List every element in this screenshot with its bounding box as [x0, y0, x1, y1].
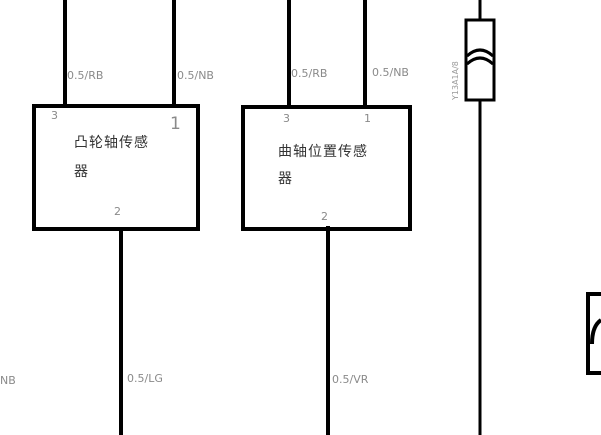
camshaft-pin1-label: 1	[170, 114, 181, 134]
crankshaft-pin1-wire-label: 0.5/NB	[372, 66, 409, 79]
crankshaft-pin2-wire-label: 0.5/VR	[332, 373, 369, 386]
camshaft-sensor-name-line2: 器	[74, 164, 89, 180]
camshaft-pin3-label: 3	[51, 109, 58, 122]
crankshaft-pin3-label: 3	[283, 112, 290, 125]
camshaft-pin2-label: 2	[114, 205, 121, 218]
camshaft-sensor-box	[32, 104, 200, 231]
crankshaft-sensor-name-line2: 器	[278, 171, 293, 187]
right-edge-partial-component	[586, 292, 601, 375]
left-edge-wire-label: NB	[0, 374, 16, 387]
fuse-label: Y13A1A/8	[451, 61, 460, 101]
crankshaft-pin2-label: 2	[321, 210, 328, 223]
camshaft-pin2-wire-label: 0.5/LG	[127, 372, 163, 385]
camshaft-sensor: 0.5/RB 0.5/NB 3 1 凸轮轴传感 器 2 0.5/LG	[32, 0, 214, 435]
camshaft-pin3-wire-label: 0.5/RB	[67, 69, 103, 82]
crankshaft-pin1-label: 1	[364, 112, 371, 125]
camshaft-pin1-wire-label: 0.5/NB	[177, 69, 214, 82]
fuse-element-icon	[465, 48, 495, 66]
camshaft-sensor-name-line1: 凸轮轴传感	[74, 134, 149, 151]
crankshaft-sensor: 0.5/RB 0.5/NB 3 1 曲轴位置传感 器 2 0.5/VR	[241, 0, 412, 435]
crankshaft-pin3-wire-label: 0.5/RB	[291, 67, 327, 80]
crankshaft-sensor-name-line1: 曲轴位置传感	[278, 143, 368, 160]
fuse: Y13A1A/8	[451, 0, 496, 435]
